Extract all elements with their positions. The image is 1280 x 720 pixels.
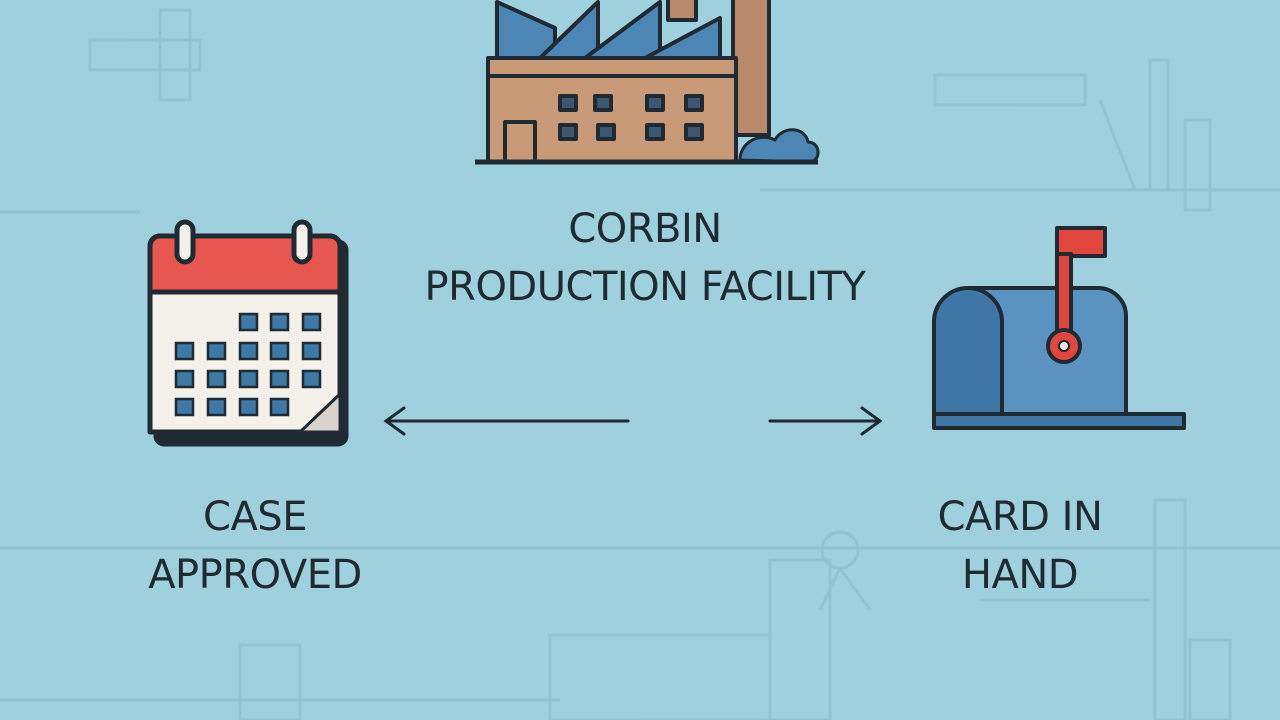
case-approved-label: CASE APPROVED — [95, 488, 415, 604]
faint-background-sketches — [0, 8, 1280, 720]
factory-label-line2: PRODUCTION FACILITY — [424, 264, 866, 310]
factory-label: CORBIN PRODUCTION FACILITY — [340, 200, 950, 316]
card-label-line1: CARD IN — [937, 494, 1103, 540]
case-label-line2: APPROVED — [148, 552, 362, 598]
card-label-line2: HAND — [961, 552, 1079, 598]
arrow-left-icon — [383, 406, 630, 436]
arrow-right-icon — [768, 406, 883, 436]
card-in-hand-label: CARD IN HAND — [870, 488, 1170, 604]
factory-label-line1: CORBIN — [568, 206, 722, 252]
case-label-line1: CASE — [203, 494, 307, 540]
